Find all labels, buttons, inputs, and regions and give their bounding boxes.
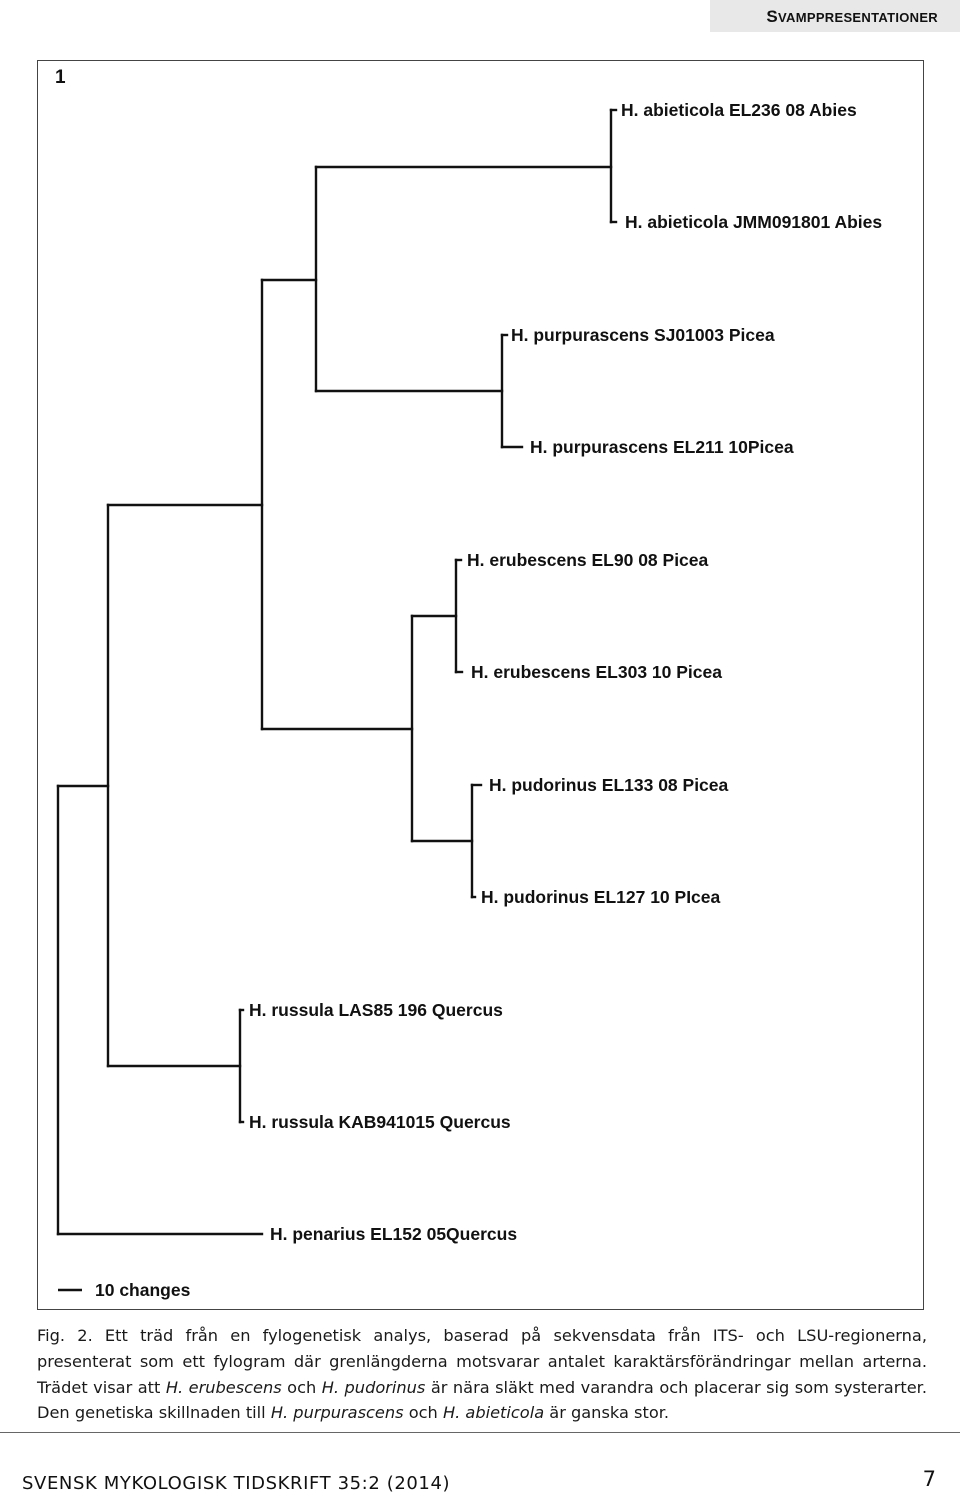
caption-text: är nära släkt med varandra och placerar … [37, 1377, 927, 1423]
section-title-initial: S [766, 7, 779, 26]
taxon-label: H. russula KAB941015 Quercus [249, 1112, 511, 1132]
figure-frame [37, 60, 924, 1310]
footer-rule [0, 1432, 960, 1433]
figure-caption: Fig. 2. Ett träd från en fylogenetisk an… [37, 1323, 927, 1426]
taxon-label: H. russula LAS85 196 Quercus [249, 1000, 503, 1020]
caption-taxon: H. abieticola [442, 1403, 545, 1423]
caption-text: Fig. 2. Ett träd från en fylogenetisk an… [37, 1326, 927, 1397]
header-band: SVAMPPRESENTATIONER [710, 0, 960, 32]
caption-text: och [403, 1403, 443, 1423]
page-number: 7 [922, 1467, 936, 1491]
caption-taxon: H. purpurascens [270, 1403, 404, 1423]
phylogram: H. abieticola EL236 08 Abies H. abieticol… [55, 67, 882, 1300]
panel-label: 1 [55, 67, 66, 88]
taxon-label: H. erubescens EL90 08 Picea [467, 550, 709, 570]
taxon-label: H. purpurascens EL211 10Picea [530, 437, 794, 457]
taxon-label: H. pudorinus EL127 10 PIcea [481, 887, 721, 907]
caption-text: och [281, 1377, 322, 1397]
taxon-label: H. erubescens EL303 10 Picea [471, 662, 722, 682]
caption-text: är ganska stor. [544, 1403, 670, 1423]
taxon-label: H. pudorinus EL133 08 Picea [489, 775, 729, 795]
scale-bar-label: 10 changes [95, 1280, 191, 1300]
caption-taxon: H. erubescens [165, 1377, 282, 1397]
taxon-label: H. purpurascens SJ01003 Picea [511, 325, 775, 345]
journal-citation: SVENSK MYKOLOGISK TIDSKRIFT 35:2 (2014) [22, 1473, 451, 1494]
section-title-rest: VAMPPRESENTATIONER [778, 10, 938, 25]
caption-taxon: H. pudorinus [321, 1377, 426, 1397]
section-title: SVAMPPRESENTATIONER [766, 7, 938, 27]
taxon-label: H. abieticola JMM091801 Abies [625, 212, 882, 232]
taxon-label: H. penarius EL152 05Quercus [270, 1224, 517, 1244]
taxon-label: H. abieticola EL236 08 Abies [621, 100, 857, 120]
